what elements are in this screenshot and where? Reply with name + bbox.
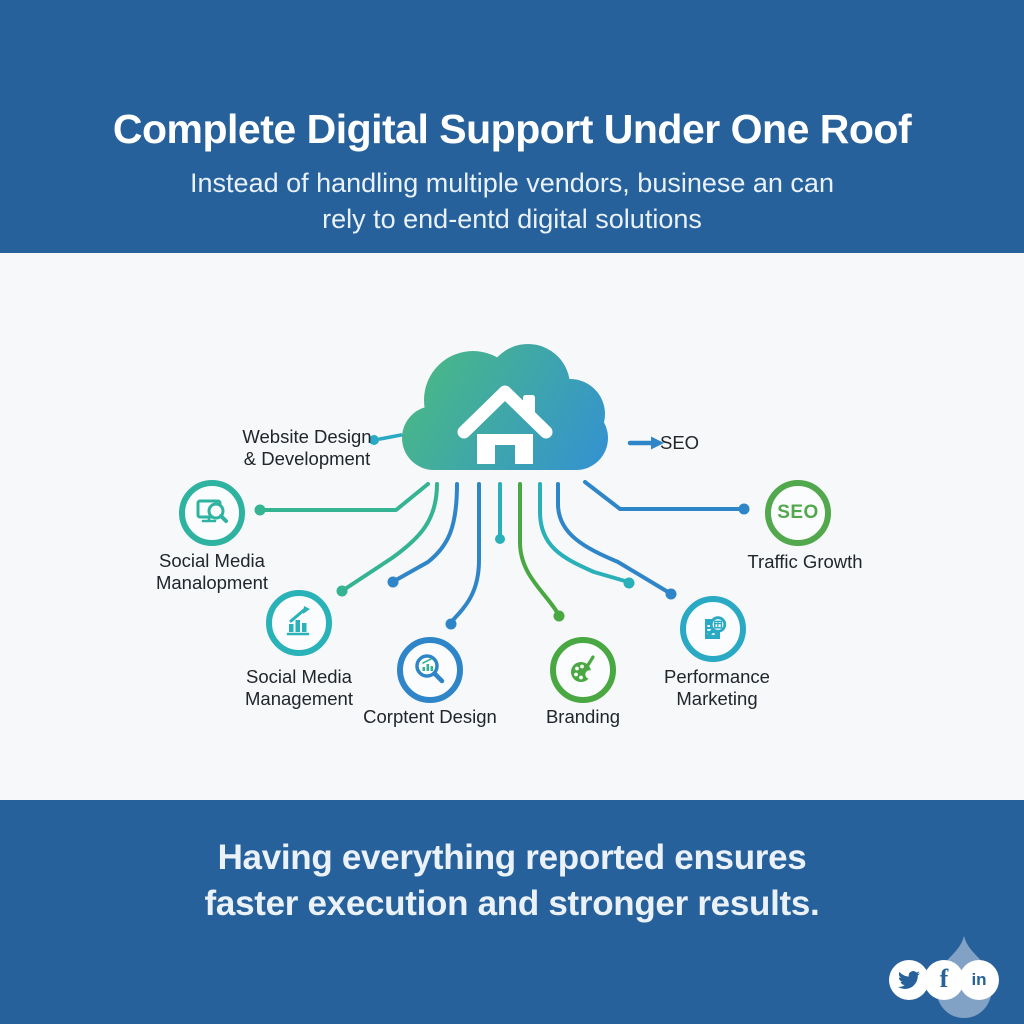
label-website-design-line1: Website Design bbox=[242, 426, 372, 447]
node-traffic-growth: SEO bbox=[765, 480, 831, 546]
node-label-line: Performance bbox=[664, 666, 770, 687]
node-performance-marketing bbox=[680, 596, 746, 662]
monitor-search-icon bbox=[196, 499, 228, 523]
node-label-traffic-growth: Traffic Growth bbox=[725, 551, 885, 573]
node-label-social-media-management: Social Media Management bbox=[224, 666, 374, 710]
label-website-design: Website Design & Development bbox=[227, 426, 387, 470]
page-title: Complete Digital Support Under One Roof bbox=[112, 106, 912, 152]
node-label-branding: Branding bbox=[523, 706, 643, 728]
node-label-social-media-manalopment: Social Media Manalopment bbox=[137, 550, 287, 594]
subtitle-line-2: rely to end-entd digital solutions bbox=[322, 204, 702, 234]
cloud-home-icon bbox=[402, 344, 608, 470]
seo-badge-icon: SEO bbox=[777, 502, 819, 523]
node-social-media-monitor bbox=[179, 480, 245, 546]
label-website-design-line2: & Development bbox=[243, 448, 371, 469]
linkedin-in-glyph: in bbox=[971, 970, 987, 989]
header-band bbox=[0, 0, 1024, 253]
node-label-performance-marketing: Performance Marketing bbox=[642, 666, 792, 710]
bar-chart-growth-icon bbox=[286, 606, 310, 636]
node-branding bbox=[550, 637, 616, 703]
facebook-icon[interactable]: f bbox=[924, 960, 964, 1000]
palette-brush-icon bbox=[571, 655, 595, 682]
facebook-f-glyph: f bbox=[939, 964, 949, 993]
footer-line-2: faster execution and stronger results. bbox=[204, 884, 820, 923]
document-search-icon bbox=[705, 616, 727, 639]
node-label-line: Traffic Growth bbox=[747, 551, 863, 572]
connector-seo-arrow bbox=[627, 436, 664, 450]
subtitle-line-1: Instead of handling multiple vendors, bu… bbox=[190, 168, 834, 198]
node-social-media-management bbox=[266, 590, 332, 656]
node-label-line: Social Media bbox=[159, 550, 265, 571]
twitter-bird-icon bbox=[898, 971, 920, 989]
twitter-icon[interactable] bbox=[889, 960, 929, 1000]
node-label-content-design: Corptent Design bbox=[350, 706, 510, 728]
node-label-line: Marketing bbox=[676, 688, 758, 709]
label-seo: SEO bbox=[660, 432, 700, 453]
house-icon bbox=[457, 385, 553, 464]
search-analytics-icon bbox=[415, 654, 445, 684]
node-label-line: Corptent Design bbox=[363, 706, 497, 727]
node-content-design bbox=[397, 637, 463, 703]
footer-band bbox=[0, 800, 1024, 1024]
footer-line-1: Having everything reported ensures bbox=[217, 838, 807, 877]
linkedin-icon[interactable]: in bbox=[959, 960, 999, 1000]
node-label-line: Branding bbox=[545, 706, 621, 727]
node-label-line: Social Media bbox=[246, 666, 352, 687]
node-label-line: Manalopment bbox=[155, 572, 269, 593]
node-label-line: Management bbox=[245, 688, 353, 709]
